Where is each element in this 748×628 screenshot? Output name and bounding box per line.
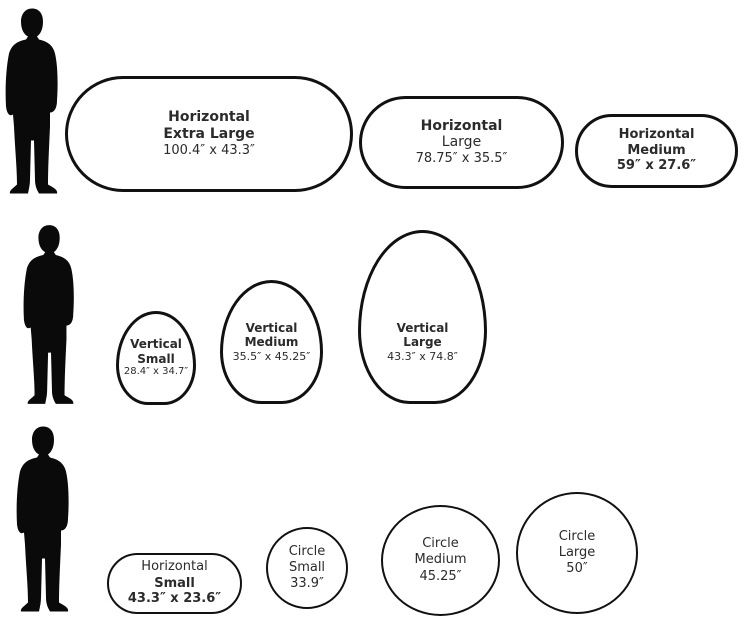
shape-name-line2: Medium <box>414 552 467 568</box>
shape-dimensions: 59″ x 27.6″ <box>616 158 697 174</box>
shape-name-line2: Small <box>154 575 195 591</box>
shape-dimensions: 35.5″ x 45.25″ <box>232 349 311 363</box>
shape-name-line1: Horizontal <box>141 559 208 575</box>
shape-horizontal-large: Horizontal Large 78.75″ x 35.5″ <box>359 96 564 189</box>
person-silhouette-icon <box>15 426 75 612</box>
shape-vertical-small: Vertical Small 28.4″ x 34.7″ <box>116 311 196 405</box>
shape-name-line2: Extra Large <box>163 125 255 142</box>
shape-name-line2: Small <box>288 559 326 575</box>
shape-horizontal-medium: Horizontal Medium 59″ x 27.6″ <box>575 114 738 188</box>
shape-name-line2: Medium <box>244 335 299 350</box>
shape-name-line1: Circle <box>422 536 459 552</box>
person-silhouette-icon <box>4 8 64 194</box>
shape-horizontal-small: Horizontal Small 43.3″ x 23.6″ <box>107 553 242 614</box>
shape-name-line2: Large <box>558 544 596 560</box>
shape-dimensions: 78.75″ x 35.5″ <box>415 151 508 167</box>
shape-circle-small: Circle Small 33.9″ <box>266 527 348 609</box>
shape-name-line2: Medium <box>627 142 686 158</box>
shape-circle-medium: Circle Medium 45.25″ <box>381 505 500 616</box>
shape-name-line1: Horizontal <box>168 109 250 126</box>
shape-name-line1: Vertical <box>245 320 298 335</box>
shape-dimensions: 43.3″ x 23.6″ <box>127 591 222 607</box>
shape-dimensions: 43.3″ x 74.8″ <box>387 349 458 363</box>
shape-dimensions: 50″ <box>566 561 588 577</box>
person-silhouette-icon <box>22 222 80 407</box>
shape-name-line1: Horizontal <box>420 117 503 134</box>
shape-name-line1: Horizontal <box>618 127 695 143</box>
shape-dimensions: 45.25″ <box>419 568 462 584</box>
shape-name-line1: Vertical <box>396 320 449 335</box>
shape-vertical-large: Vertical Large 43.3″ x 74.8″ <box>358 230 487 404</box>
shape-dimensions: 33.9″ <box>290 576 324 592</box>
shape-vertical-medium: Vertical Medium 35.5″ x 45.25″ <box>220 280 323 404</box>
shape-name-line2: Large <box>403 335 442 350</box>
shape-dimensions: 100.4″ x 43.3″ <box>163 142 255 158</box>
shape-name-line1: Vertical <box>130 337 182 352</box>
shape-name-line2: Small <box>137 351 175 366</box>
shape-dimensions: 28.4″ x 34.7″ <box>123 366 189 378</box>
shape-circle-large: Circle Large 50″ <box>516 492 638 614</box>
shape-horizontal-extra-large: Horizontal Extra Large 100.4″ x 43.3″ <box>65 76 353 192</box>
shape-name-line1: Circle <box>288 543 326 559</box>
shape-name-line2: Large <box>441 134 482 151</box>
shape-name-line1: Circle <box>558 528 596 544</box>
